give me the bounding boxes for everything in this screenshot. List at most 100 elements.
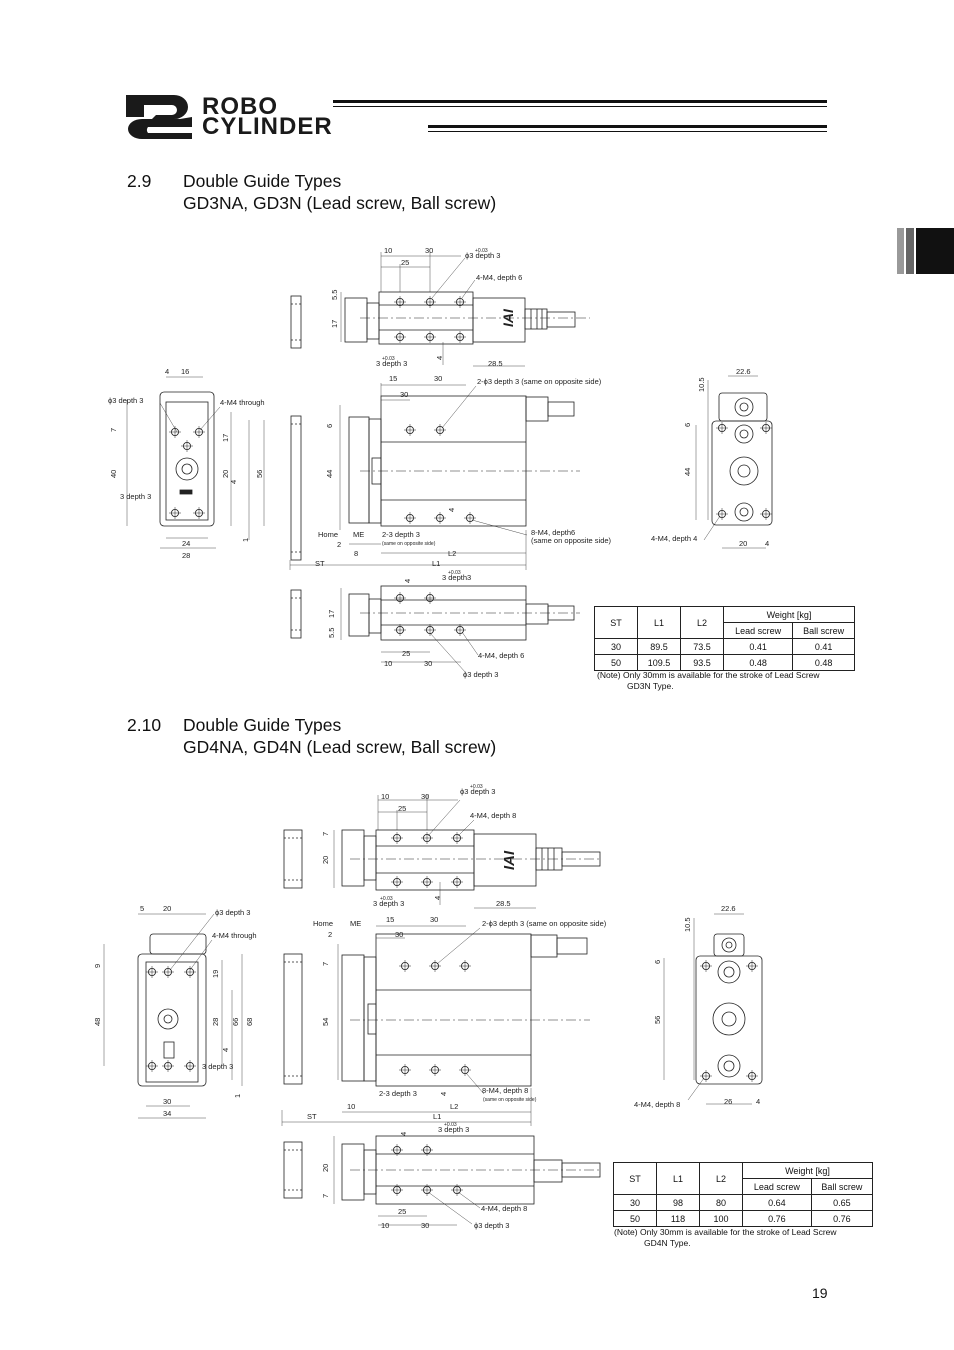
gd4-bottom-view	[283, 1135, 601, 1226]
dim-label: 4	[765, 539, 769, 548]
dim-label: 10	[347, 1102, 355, 1111]
dim-label: 40	[109, 470, 118, 478]
gd3-bottom-view	[290, 585, 580, 674]
dim-label: 30	[424, 659, 432, 668]
gd4-front-view	[281, 925, 590, 1126]
dim-label: 25	[398, 804, 406, 813]
dim-label: (same on opposite side)	[483, 1097, 537, 1103]
dim-label: 4	[229, 480, 238, 484]
dim-label: 44	[683, 468, 692, 476]
dim-label: 2-ϕ3 depth 3 (same on opposite side)	[477, 377, 602, 386]
dim-label: 7	[321, 962, 330, 966]
dim-label: 30	[421, 1221, 429, 1230]
dim-label: 28.5	[488, 359, 503, 368]
dim-label: 4-M4, depth 6	[476, 273, 522, 282]
tol-label: +0.03	[470, 784, 483, 790]
note-line2: GD4N Type.	[644, 1238, 691, 1248]
logo-word-robo: ROBO	[202, 93, 278, 120]
cell-l1: 98	[656, 1194, 700, 1211]
dim-label: 30	[425, 246, 433, 255]
dim-label: 7	[321, 832, 330, 836]
table-header-l2: L2	[699, 1162, 743, 1195]
cell-l2: 100	[699, 1210, 743, 1227]
dim-label: ME	[353, 530, 364, 539]
dim-label: 28	[211, 1018, 220, 1026]
logo-word-cylinder: CYLINDER	[202, 113, 333, 140]
dim-label: 17	[221, 434, 230, 442]
dim-label: 7	[321, 1194, 330, 1198]
dim-label: 25	[401, 258, 409, 267]
section-title-line2: GD3NA, GD3N (Lead screw, Ball screw)	[183, 193, 497, 213]
dim-label: 4-M4, depth 8	[634, 1100, 680, 1109]
header-rule-top-1	[333, 100, 827, 103]
chapter-tab-marker	[897, 228, 954, 274]
rc-logo-icon	[126, 95, 192, 139]
dim-label: 4	[165, 367, 169, 376]
dim-label: 8-M4, depth 8	[482, 1086, 528, 1095]
tol-label: +0.03	[444, 1122, 457, 1128]
page-number: 19	[812, 1285, 828, 1301]
dim-label: 34	[163, 1109, 171, 1118]
cell-ball: 0.65	[810, 1194, 874, 1211]
dim-label: 3 depth 3	[373, 899, 404, 908]
dim-label: 25	[402, 649, 410, 658]
dim-label: 3 depth3	[442, 573, 471, 582]
dim-label: ST	[307, 1112, 317, 1121]
table-header-st: ST	[613, 1162, 657, 1195]
cell-lead: 0.41	[722, 638, 794, 655]
table-header-l1: L1	[656, 1162, 700, 1195]
cell-l2: 73.5	[680, 638, 724, 655]
dim-label: 15	[386, 915, 394, 924]
dim-label: 3 depth 3	[376, 359, 407, 368]
dim-label: 15	[389, 374, 397, 383]
dim-label: 2-3 depth 3	[382, 530, 420, 539]
dim-label: 20	[739, 539, 747, 548]
dim-label: 4	[403, 579, 412, 583]
dim-label: 4-M4, depth 8	[481, 1204, 527, 1213]
dim-label: 22.6	[736, 367, 751, 376]
dim-label: 20	[321, 1164, 330, 1172]
tol-label: +0.03	[475, 248, 488, 254]
dim-label: ST	[315, 559, 325, 568]
dim-label: 28.5	[496, 899, 511, 908]
dim-label: ME	[350, 919, 361, 928]
dim-label: 2-ϕ3 depth 3 (same on opposite side)	[482, 919, 607, 928]
dim-label: L1	[432, 559, 440, 568]
gd4-spec-table: ST L1 L2 Weight [kg] Lead screw Ball scr…	[613, 1162, 874, 1227]
dim-label: 5.5	[330, 290, 339, 300]
section-number: 2.9	[127, 171, 152, 191]
dim-label: ϕ3 depth 3	[108, 396, 143, 405]
header-rule-bottom-1	[428, 125, 827, 128]
dim-label: ϕ3 depth 3	[463, 670, 498, 679]
cell-st: 30	[613, 1194, 657, 1211]
dim-label: 26	[724, 1097, 732, 1106]
header-rule-bottom-2	[428, 131, 827, 132]
dim-label: 4	[433, 896, 442, 900]
dim-label: 6	[653, 960, 662, 964]
dim-label: ϕ3 depth 3	[215, 908, 250, 917]
dim-label: 8-M4, depth6	[531, 528, 575, 537]
dim-label: L2	[450, 1102, 458, 1111]
dim-label: L2	[448, 549, 456, 558]
table-row: 50 109.5 93.5 0.48 0.48	[594, 654, 855, 671]
dim-label: 56	[653, 1016, 662, 1024]
dim-label: 10	[384, 246, 392, 255]
dim-label: 4-M4, depth 8	[470, 811, 516, 820]
dim-label: 4	[435, 356, 444, 360]
gd4-dimension-labels: 10 30 25 ϕ3 depth 3 +0.03 4-M4, depth 8 …	[93, 784, 760, 1230]
tol-label: +0.03	[448, 570, 461, 576]
dim-label: 4	[399, 1132, 408, 1136]
dim-label: 68	[245, 1018, 254, 1026]
dim-label: 9	[93, 964, 102, 968]
cell-ball: 0.48	[792, 654, 855, 671]
cell-l1: 118	[656, 1210, 700, 1227]
table-header-weight: Weight [kg]	[723, 606, 855, 623]
gd4-end-view-right	[663, 913, 763, 1105]
dim-label: 30	[421, 792, 429, 801]
dim-label: 30	[430, 915, 438, 924]
dim-label: 4-M4 through	[212, 931, 257, 940]
section-number: 2.10	[127, 715, 162, 735]
dim-label: 30	[400, 390, 408, 399]
dim-label: Home	[313, 919, 333, 928]
